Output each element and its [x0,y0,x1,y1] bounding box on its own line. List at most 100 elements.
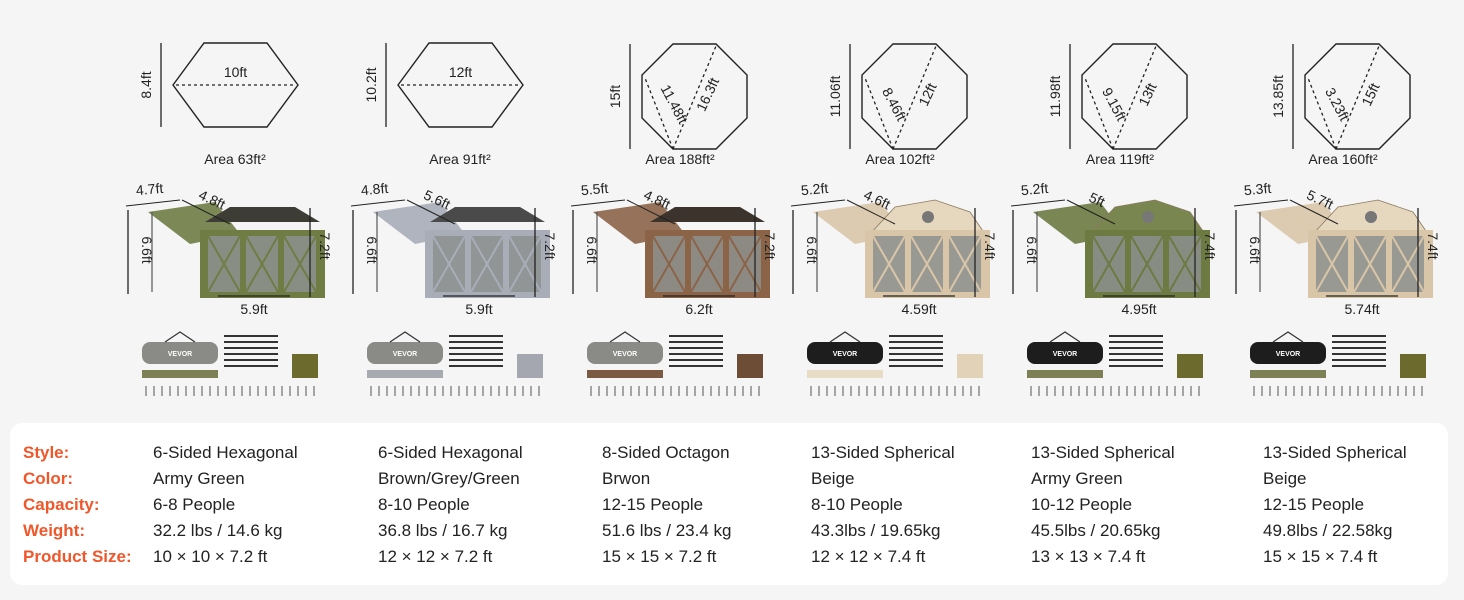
label-style: Style: [23,443,70,462]
ground-rug [1250,370,1326,378]
short-diagonal-line [1307,77,1337,150]
tent-roof [205,207,320,222]
spec-style-value: 8-Sided Octagon [602,443,730,462]
roof-window [922,211,934,223]
storage-pouch [1177,354,1203,378]
storage-pouch [517,354,543,378]
awning-a-line [790,199,846,207]
long-diagonal-line [672,45,717,150]
spec-color-value: Beige [811,469,855,488]
octagon-outline [1081,43,1188,150]
height-label: 8.4ft [138,71,154,98]
spec-style-value: 6-Sided Hexagonal [378,443,523,462]
spec-size-value: 12 × 12 × 7.2 ft [378,547,493,566]
accessories-illustration: VEVOR [807,331,983,396]
row-weight: Weight: 32.2 lbs / 14.6 kg 36.8 lbs / 16.7… [10,518,1448,544]
awning-b-line [1066,199,1116,225]
frame-brace [872,235,906,293]
spec-size-value: 10 × 10 × 7.2 ft [153,547,268,566]
short-diagonal-label: 9.15ft [1099,85,1130,124]
frame-brace [1092,235,1126,293]
awning-b-line [181,199,231,225]
frame-brace [1168,235,1202,293]
spec-color-value: Brwon [602,469,651,488]
label-product-size: Product Size: [23,547,132,566]
tent-height-label: 7.4ft [1202,232,1218,259]
bag-strap [609,331,641,343]
octagon-outline [1304,43,1411,150]
storage-pouch [1400,354,1426,378]
height-label: 11.98ft [1047,76,1063,118]
tent-height-label: 7.2ft [762,232,778,259]
area-label: Area 119ft² [1085,151,1155,167]
accessories-illustration: VEVOR [142,331,318,396]
pole-height-label: 6.6ft [364,236,380,263]
bag-brand-logo: VEVOR [1276,351,1301,358]
frame-brace [1391,235,1425,293]
carry-bag [142,342,218,364]
spec-capacity-value: 8-10 People [811,495,903,514]
tent-roof [430,207,545,222]
height-label: 13.85ft [1270,75,1286,118]
long-diagonal-label: 16.3ft [693,75,722,114]
frame-brace [470,235,504,293]
pole-height-label: 6.6ft [804,236,820,263]
label-weight: Weight: [23,521,86,540]
base-width-label: 5.9ft [240,301,267,317]
base-width-label: 5.9ft [465,301,492,317]
spec-color-value: Brown/Grey/Green [378,469,520,488]
frame-brace [948,235,982,293]
octagon-outline [861,43,968,150]
tent-height-label: 7.4ft [982,232,998,259]
frame-brace [207,235,241,293]
bag-strap [1272,331,1304,343]
awning-a-line [570,199,626,207]
frame-brace [1353,235,1387,293]
accessories-illustration: VEVOR [1027,331,1203,396]
tent-height-label: 7.4ft [1425,232,1441,259]
base-width-label: 4.95ft [1121,301,1156,317]
awning-a-label: 4.7ft [135,180,164,198]
bag-brand-logo: VEVOR [393,351,418,358]
area-label: Area 91ft² [429,151,491,167]
ground-rug [367,370,443,378]
awning-b-line [626,199,676,225]
bag-strap [1049,331,1081,343]
bag-strap [164,331,196,343]
tent-height-label: 7.2ft [317,232,333,259]
roof-window [1142,211,1154,223]
awning-a-line [1233,199,1289,207]
base-width-label: 4.59ft [901,301,936,317]
base-width-label: 5.74ft [1344,301,1379,317]
frame-brace [245,235,279,293]
awning-b-line [846,199,896,225]
tent-roof [650,207,765,222]
frame-brace [432,235,466,293]
pole-height-label: 6.6ft [584,236,600,263]
long-diagonal-label: 13ft [1135,80,1159,108]
hexagon-outline [172,42,299,128]
width-label: 12ft [449,64,472,80]
bag-brand-logo: VEVOR [613,351,638,358]
bag-strap [389,331,421,343]
spec-capacity-value: 12-15 People [602,495,704,514]
height-label: 10.2ft [363,67,379,102]
long-diagonal-line [1335,45,1380,150]
pole-height-label: 6.6ft [1024,236,1040,263]
height-label: 11.06ft [827,76,843,118]
spec-style-value: 13-Sided Spherical [811,443,955,462]
pole-height-label: 6.6ft [139,236,155,263]
spec-weight-value: 32.2 lbs / 14.6 kg [153,521,283,540]
spec-weight-value: 36.8 lbs / 16.7 kg [378,521,508,540]
